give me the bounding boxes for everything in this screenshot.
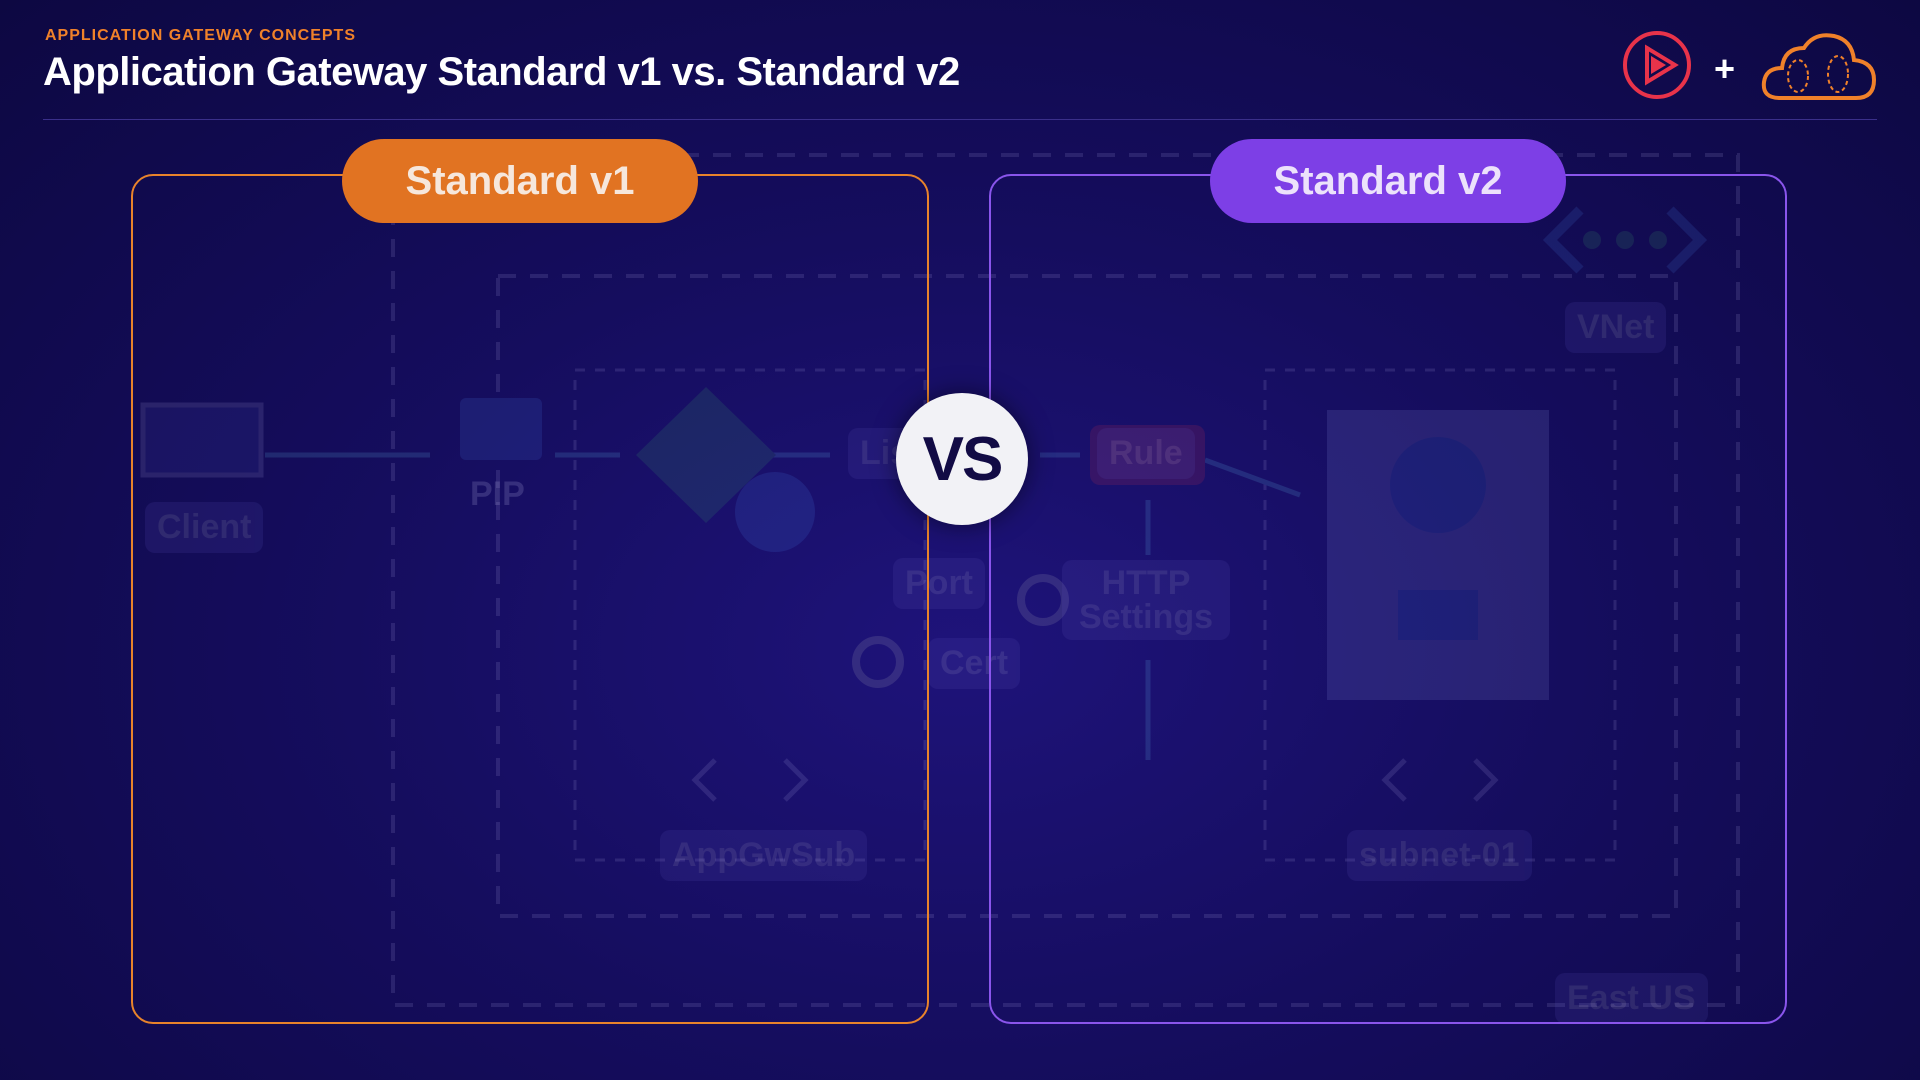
bg-label-client: Client bbox=[145, 502, 264, 553]
bg-label-subnet: subnet-01 bbox=[1347, 830, 1532, 881]
bg-label-rule: Rule bbox=[1097, 428, 1195, 479]
plus-icon: + bbox=[1714, 48, 1736, 89]
bg-label-vnet: VNet bbox=[1565, 302, 1667, 353]
vs-badge: VS bbox=[896, 393, 1028, 525]
bg-label-region: East US bbox=[1555, 973, 1708, 1024]
cloud-icon bbox=[1761, 33, 1877, 100]
standard-v2-panel bbox=[989, 174, 1787, 1024]
bg-label-port: Port bbox=[893, 558, 985, 609]
bg-label-http-settings: HTTP Settings bbox=[1062, 560, 1230, 640]
standard-v1-label: Standard v1 bbox=[342, 139, 698, 223]
section-kicker: APPLICATION GATEWAY CONCEPTS bbox=[45, 27, 356, 44]
bg-label-cert: Cert bbox=[928, 638, 1021, 689]
header-divider bbox=[43, 119, 1877, 120]
standard-v2-label: Standard v2 bbox=[1210, 139, 1566, 223]
bg-label-appgwsub: AppGwSub bbox=[660, 830, 868, 881]
bg-label-pip: PIP bbox=[470, 475, 525, 513]
page-title: Application Gateway Standard v1 vs. Stan… bbox=[43, 50, 960, 94]
play-triangle-icon bbox=[1623, 31, 1691, 99]
standard-v1-panel bbox=[131, 174, 929, 1024]
